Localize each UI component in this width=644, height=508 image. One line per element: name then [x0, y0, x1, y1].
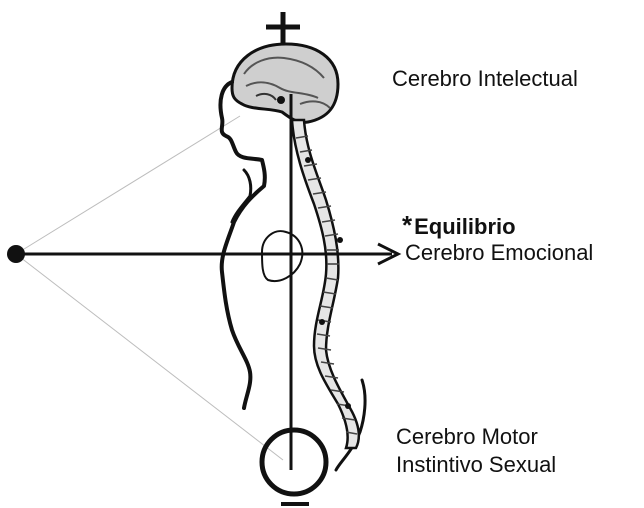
brain-illustration — [230, 42, 340, 124]
label-equilibrio: *Equilibrio — [402, 212, 516, 240]
arrow-head-icon — [377, 242, 402, 266]
base-circle — [259, 427, 329, 497]
origin-point — [7, 245, 25, 263]
label-cerebro-motor: Cerebro Motor — [396, 424, 538, 449]
equilibrio-text: Equilibrio — [414, 214, 516, 239]
label-cerebro-intelectual: Cerebro Intelectual — [392, 66, 578, 91]
heart-outline — [260, 230, 304, 282]
spine-illustration — [290, 118, 361, 450]
label-instintivo-sexual: Instintivo Sexual — [396, 452, 557, 477]
perspective-lines — [15, 115, 284, 461]
star-icon: * — [402, 210, 413, 240]
label-cerebro-emocional: Cerebro Emocional — [405, 240, 594, 265]
plus-sign — [266, 12, 300, 44]
body-outline — [218, 80, 367, 472]
